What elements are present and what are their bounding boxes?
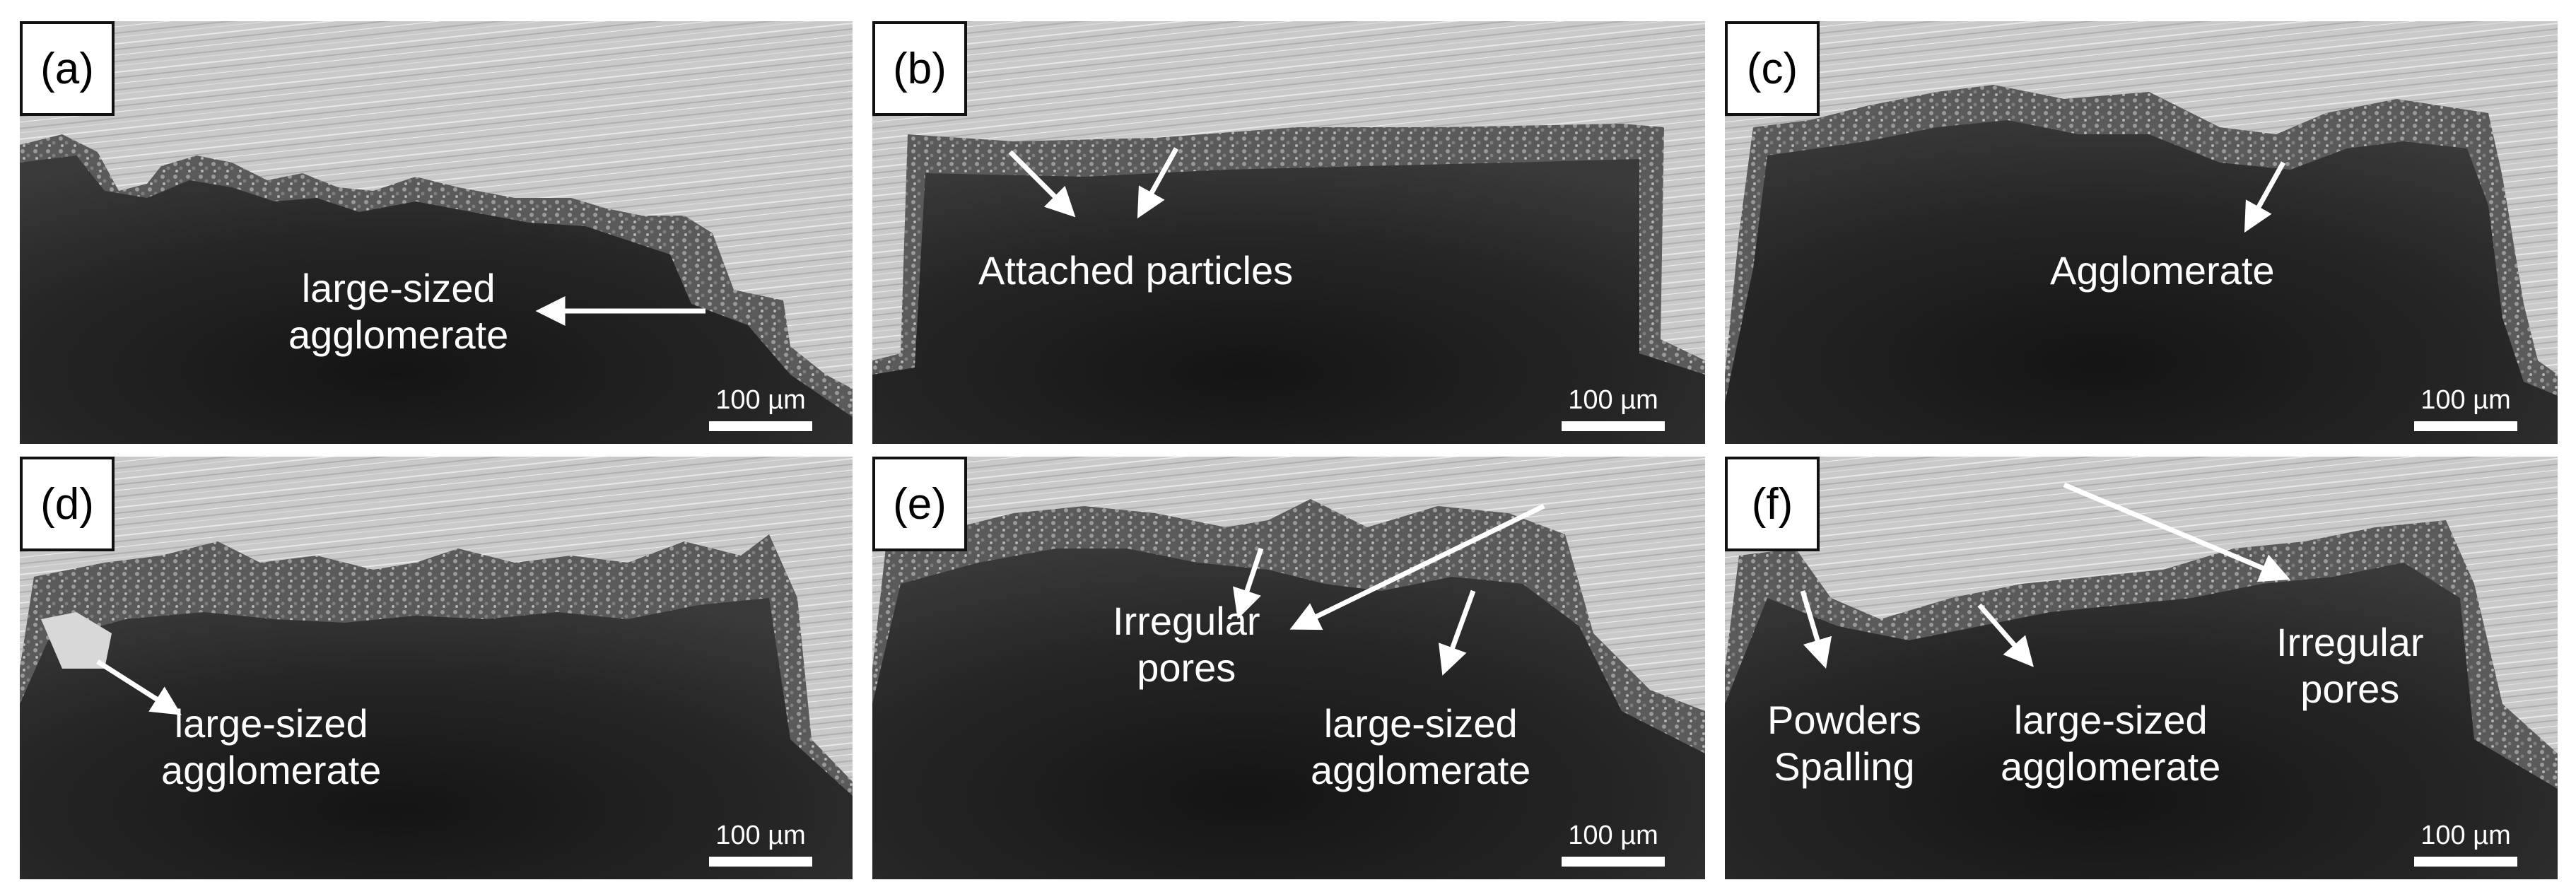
panel-letter: (e): [872, 457, 967, 551]
scale-label: 100 µm: [1568, 821, 1658, 850]
micrograph-e: [872, 457, 1705, 879]
micrograph-d: [20, 457, 853, 879]
arrows-d: [96, 659, 182, 715]
annotation-irregular-pores: Irregular pores: [1113, 598, 1260, 691]
arrow: [2244, 161, 2286, 233]
arrow: [1439, 589, 1476, 676]
annotation-large-sized-agglomerate: large-sized agglomerate: [288, 265, 508, 358]
scale-bar: [1562, 421, 1665, 431]
arrows-f: [1800, 482, 2290, 669]
micrograph-b: [872, 21, 1705, 444]
annotation-text: large-sized agglomerate: [1311, 701, 1531, 792]
micrograph-c: [1725, 21, 2558, 444]
annotation-agglomerate: Agglomerate: [2050, 247, 2275, 294]
panel-c: (c) Agglomerate 100 µm: [1725, 21, 2558, 444]
arrow: [1008, 150, 1076, 218]
panel-letter: (b): [872, 21, 967, 116]
scale-label: 100 µm: [2420, 821, 2511, 850]
annotation-irregular-pores: Irregular pores: [2276, 619, 2424, 712]
annotation-large-sized-agglomerate: large-sized agglomerate: [161, 700, 381, 794]
panel-letter: (f): [1725, 457, 1820, 551]
arrows-b: [1008, 147, 1179, 219]
annotation-text: Agglomerate: [2050, 248, 2275, 293]
panel-f: (f) Powders Spalling large-sized agglome…: [1725, 457, 2558, 879]
panel-b: (b) Attached particles 100 µm: [872, 21, 1705, 444]
scale-bar: [709, 857, 812, 867]
arrow: [1977, 603, 2034, 667]
micrograph-f: [1725, 457, 2558, 879]
annotation-text: large-sized agglomerate: [161, 701, 382, 792]
annotation-text: Attached particles: [978, 248, 1294, 293]
scale-bar: [2414, 421, 2517, 431]
annotation-text: Irregular pores: [2276, 620, 2424, 711]
scale-bar: [709, 421, 812, 431]
annotation-text: Powders Spalling: [1767, 698, 1921, 789]
annotation-text: Irregular pores: [1113, 599, 1260, 690]
scale-label: 100 µm: [715, 821, 806, 850]
micrograph-a: [20, 21, 853, 444]
annotation-large-sized-agglomerate: large-sized agglomerate: [2001, 697, 2220, 790]
arrow: [1137, 147, 1179, 219]
annotation-attached-particles: Attached particles: [978, 247, 1293, 294]
arrow: [2063, 482, 2290, 582]
arrow: [96, 659, 182, 715]
arrow: [1289, 503, 1545, 630]
panel-letter: (d): [20, 457, 115, 551]
scale-bar: [1562, 857, 1665, 867]
annotation-text: large-sized agglomerate: [288, 266, 509, 357]
panel-a: (a) large-sized agglomerate 100 µm: [20, 21, 853, 444]
arrows-c: [2244, 161, 2286, 233]
arrow: [1800, 589, 1832, 669]
scale-label: 100 µm: [1568, 385, 1658, 415]
scale-label: 100 µm: [715, 385, 806, 415]
panel-letter: (a): [20, 21, 115, 116]
scale-bar: [2414, 857, 2517, 867]
scale-label: 100 µm: [2420, 385, 2511, 415]
panel-e: (e) Irregular pores large-sized agglomer…: [872, 457, 1705, 879]
arrows-e: [1233, 503, 1545, 676]
panel-d: (d) large-sized agglomerate 100 µm: [20, 457, 853, 879]
annotation-text: large-sized agglomerate: [2001, 698, 2221, 789]
arrows-a: [535, 296, 706, 326]
arrow: [1233, 547, 1264, 619]
annotation-large-sized-agglomerate: large-sized agglomerate: [1311, 700, 1530, 794]
annotation-powders-spalling: Powders Spalling: [1767, 697, 1921, 790]
panel-letter: (c): [1725, 21, 1820, 116]
